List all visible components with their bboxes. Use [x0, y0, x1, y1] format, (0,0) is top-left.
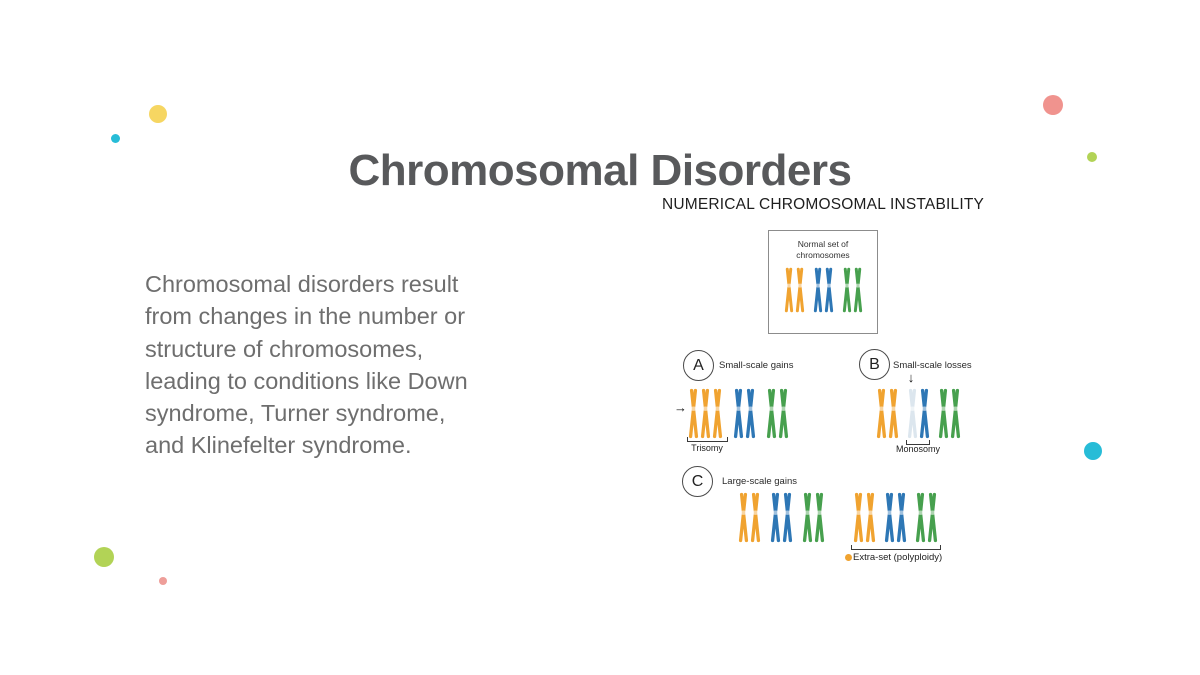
chromosome-blue — [813, 267, 823, 313]
chromosome-green — [778, 388, 789, 439]
chromosome-group — [770, 492, 793, 543]
chromosome-group — [738, 492, 761, 543]
normal-set-label: Normal set of chromosomes — [796, 239, 850, 260]
body-line: structure of chromosomes, — [145, 335, 424, 362]
down-arrow-icon: ↓ — [907, 370, 915, 385]
chromosome-blue — [824, 267, 834, 313]
chromosome-orange — [750, 492, 761, 543]
chromosome-group — [907, 388, 930, 439]
body-paragraph: Chromosomal disorders result from change… — [145, 268, 555, 462]
chromosome-group — [784, 267, 805, 313]
chromosome-green — [802, 492, 813, 543]
chromosome-group — [915, 492, 938, 543]
chromosome-row-normal — [769, 267, 877, 313]
extra-set-bracket — [851, 545, 941, 550]
chromosome-row-c-set2 — [853, 492, 938, 543]
chromosome-row-b — [876, 388, 961, 439]
decor-dot-cyan-small — [111, 134, 120, 143]
chromosome-row-a — [688, 388, 789, 439]
chromosome-group — [842, 267, 863, 313]
section-b-caption: Small-scale losses — [893, 360, 972, 371]
chromosome-group — [802, 492, 825, 543]
chromosome-orange — [700, 388, 711, 439]
page-title: Chromosomal Disorders — [348, 146, 852, 196]
chromosome-blue — [919, 388, 930, 439]
chromosome-group — [766, 388, 789, 439]
section-a-badge: A — [683, 350, 714, 381]
normal-set-box: Normal set of chromosomes — [768, 230, 878, 334]
body-line: leading to conditions like Down — [145, 367, 468, 394]
chromosome-group — [938, 388, 961, 439]
chromosome-green — [950, 388, 961, 439]
decor-dot-lime — [94, 547, 114, 567]
section-b-badge: B — [859, 349, 890, 380]
chromosome-blue — [733, 388, 744, 439]
chromosome-orange — [853, 492, 864, 543]
chromosome-blue — [884, 492, 895, 543]
right-arrow-icon: → — [674, 400, 687, 415]
body-line: and Klinefelter syndrome. — [145, 432, 412, 459]
section-c-caption: Large-scale gains — [722, 476, 797, 487]
decor-dot-salmon — [1043, 95, 1063, 115]
chromosome-green — [853, 267, 863, 313]
chromosome-ghost — [907, 388, 918, 439]
chromosome-green — [915, 492, 926, 543]
chromosome-blue — [770, 492, 781, 543]
orange-bullet-icon — [845, 554, 852, 561]
extra-set-label: Extra-set (polyploidy) — [845, 552, 942, 563]
chromosome-group — [733, 388, 756, 439]
chromosome-group — [884, 492, 907, 543]
extra-set-text: Extra-set (polyploidy) — [853, 552, 943, 563]
chromosome-orange — [876, 388, 887, 439]
chromosome-green — [927, 492, 938, 543]
chromosome-orange — [688, 388, 699, 439]
chromosome-green — [938, 388, 949, 439]
chromosome-row-c-set1 — [738, 492, 825, 543]
chromosome-group — [688, 388, 723, 439]
chromosome-group — [813, 267, 834, 313]
chromosome-group — [876, 388, 899, 439]
monosomy-bracket — [906, 440, 930, 445]
body-line: syndrome, Turner syndrome, — [145, 400, 446, 427]
decor-dot-pink-small — [159, 577, 167, 585]
chromosome-blue — [896, 492, 907, 543]
decor-dot-yellow — [149, 105, 167, 123]
diagram-heading: NUMERICAL CHROMOSOMAL INSTABILITY — [661, 196, 985, 213]
chromosome-green — [842, 267, 852, 313]
section-c-badge: C — [682, 466, 713, 497]
chromosome-blue — [782, 492, 793, 543]
chromosome-orange — [888, 388, 899, 439]
chromosome-orange — [784, 267, 794, 313]
section-a-caption: Small-scale gains — [719, 360, 794, 371]
chromosome-group — [853, 492, 876, 543]
chromosome-orange — [712, 388, 723, 439]
trisomy-bracket — [687, 437, 728, 442]
body-line: Chromosomal disorders result — [145, 271, 459, 297]
chromosome-green — [766, 388, 777, 439]
body-line: from changes in the number or — [145, 303, 466, 330]
monosomy-label: Monosomy — [895, 444, 940, 454]
decor-dot-lime-small — [1087, 152, 1097, 162]
chromosome-orange — [865, 492, 876, 543]
chromosome-orange — [795, 267, 805, 313]
decor-dot-cyan — [1084, 442, 1102, 460]
chromosome-blue — [745, 388, 756, 439]
chromosome-green — [814, 492, 825, 543]
chromosome-orange — [738, 492, 749, 543]
trisomy-label: Trisomy — [691, 443, 723, 453]
